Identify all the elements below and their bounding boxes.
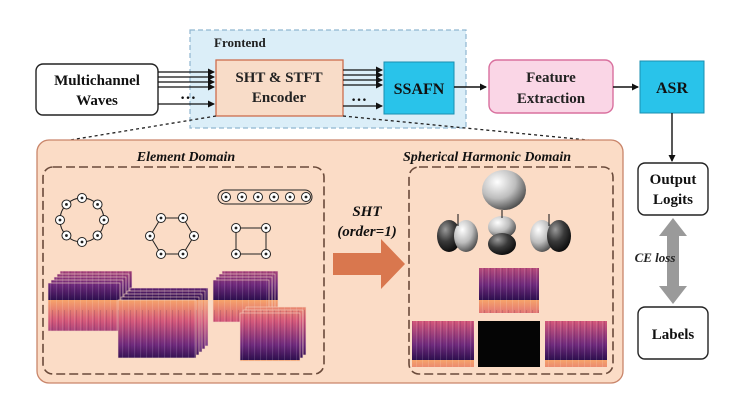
- element-domain-title: Element Domain: [136, 150, 236, 165]
- feature-line2: Extraction: [517, 91, 586, 107]
- microphone-dot: [80, 240, 84, 244]
- sht-transform-arrow: [333, 239, 405, 289]
- microphone-dot: [181, 252, 185, 256]
- sh-order0-ball: [482, 170, 526, 210]
- microphone-dot: [288, 195, 292, 199]
- spectrogram-frame: [117, 299, 197, 359]
- microphone-dot: [181, 216, 185, 220]
- frontend-label: Frontend: [214, 35, 267, 50]
- square-array-icon: [231, 223, 271, 259]
- microphone-dot: [192, 234, 196, 238]
- hexagonal-array-icon: [145, 213, 199, 259]
- sh-spectrogram-black: [478, 321, 540, 367]
- sh-spectrogram-left: [412, 321, 474, 367]
- microphone-dot: [234, 226, 238, 230]
- microphone-dot: [159, 216, 163, 220]
- spectrogram-frame: [239, 312, 301, 362]
- output-line2: Logits: [653, 192, 693, 208]
- sht-order-label: (order=1): [337, 224, 396, 240]
- asr-box: [639, 60, 705, 114]
- asr-label: ASR: [656, 80, 688, 97]
- sh-spectrogram-top: [479, 268, 539, 313]
- microphone-dot: [304, 195, 308, 199]
- encoder-to-ssafn-arrows: [343, 66, 383, 110]
- microphone-dot: [102, 218, 106, 222]
- input-arrows: [158, 68, 215, 108]
- microphone-dot: [272, 195, 276, 199]
- microphone-dot: [234, 252, 238, 256]
- sht-label: SHT: [352, 204, 382, 220]
- microphone-dot: [96, 203, 99, 206]
- projection-line-left: [51, 115, 217, 144]
- microphone-dot: [159, 252, 163, 256]
- output-logits-box: [637, 162, 709, 216]
- sh-domain-title: Spherical Harmonic Domain: [403, 150, 571, 165]
- microphone-dot: [264, 226, 268, 230]
- labels-box: [637, 306, 709, 360]
- multichannel-waves-box: [35, 63, 159, 116]
- sh-spectrograms: [412, 268, 607, 367]
- microphone-dot: [65, 234, 68, 237]
- encoder-line2: Encoder: [252, 90, 307, 106]
- microphone-dot: [148, 234, 152, 238]
- spectrogram-frame: [47, 282, 121, 332]
- ce-loss-double-arrow: [659, 218, 687, 304]
- sh-order1-z-dipole: [488, 210, 516, 255]
- multichannel-waves-line2: Waves: [76, 93, 118, 109]
- sh-spectrogram-right: [545, 321, 607, 367]
- microphone-dot: [240, 195, 244, 199]
- linear-array-icon: [217, 189, 313, 205]
- microphone-dot: [224, 195, 228, 199]
- microphone-dot: [65, 203, 68, 206]
- feature-line1: Feature: [526, 70, 576, 86]
- ssafn-label: SSAFN: [394, 81, 445, 98]
- microphone-dot: [80, 196, 84, 200]
- sh-order1-x-dipole: [437, 214, 478, 252]
- microphone-dot: [264, 252, 268, 256]
- ce-loss-label: CE loss: [635, 250, 676, 265]
- output-line1: Output: [650, 172, 697, 188]
- microphone-dot: [256, 195, 260, 199]
- ssafn-box: [383, 61, 455, 115]
- input-ellipsis: …: [180, 86, 196, 103]
- spherical-harmonic-patterns: [437, 170, 571, 255]
- encoder-ellipsis: …: [351, 88, 367, 105]
- sh-order1-y-dipole: [530, 214, 571, 252]
- encoder-box: [215, 59, 344, 117]
- microphone-dot: [96, 234, 99, 237]
- element-spectrogram-stacks: [47, 270, 307, 362]
- encoder-line1: SHT & STFT: [235, 70, 322, 86]
- microphone-dot: [58, 218, 62, 222]
- multichannel-waves-line1: Multichannel: [54, 73, 140, 89]
- circular-array-icon: [55, 193, 109, 247]
- labels-label: Labels: [652, 327, 695, 343]
- projection-line-right: [342, 115, 619, 144]
